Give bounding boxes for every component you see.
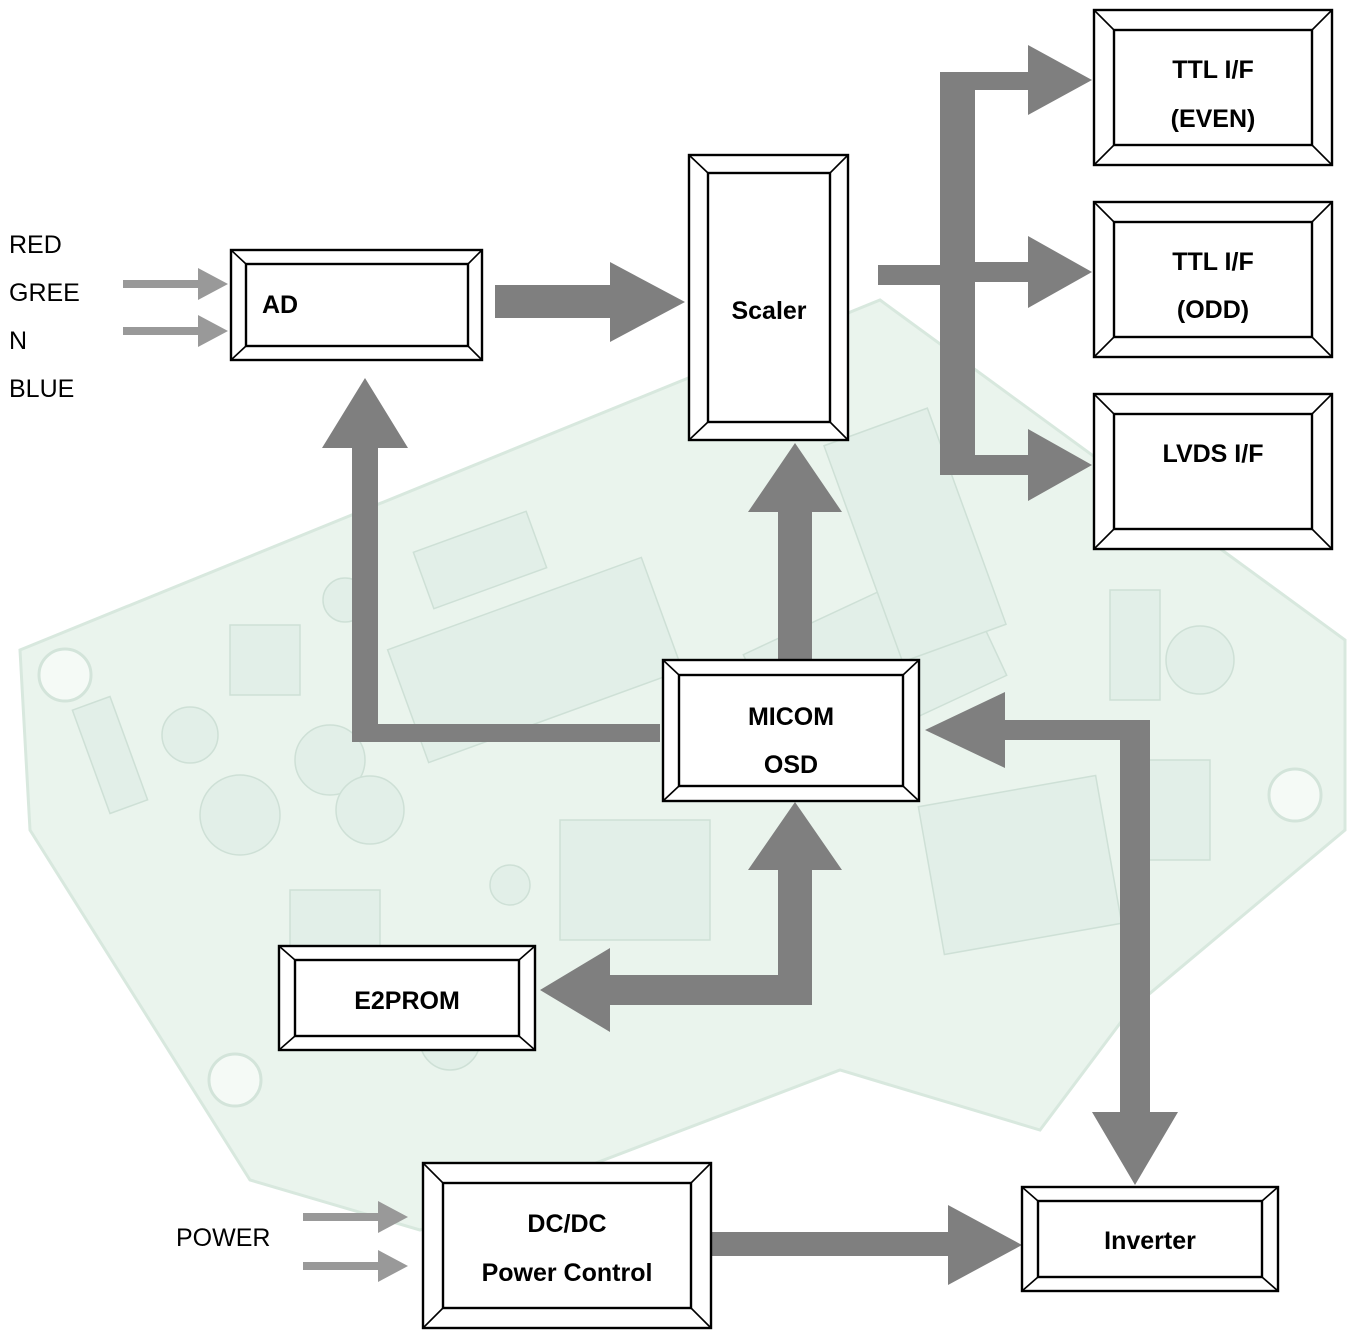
arrow-power-input-1: [303, 1201, 408, 1233]
block-ttl-odd: [1092, 200, 1334, 359]
arrow-dcdc-to-inverter: [712, 1205, 1022, 1285]
dcdc-label-line1: DC/DC: [527, 1210, 606, 1238]
arrow-micom-e2prom: [540, 802, 842, 1032]
input-label-gree: GREE: [9, 279, 80, 307]
block-inverter: [1020, 1185, 1280, 1293]
arrow-red-input: [123, 268, 228, 300]
block-e2prom: [277, 944, 537, 1052]
dcdc-label-line2: Power Control: [482, 1259, 653, 1287]
ttl-odd-label-line1: TTL I/F: [1172, 248, 1253, 276]
micom-label-line1: MICOM: [748, 703, 834, 731]
arrow-blue-input: [123, 315, 228, 347]
micom-label-line2: OSD: [764, 751, 818, 779]
input-label-red: RED: [9, 231, 62, 259]
arrow-ad-to-scaler: [495, 262, 685, 342]
input-label-blue: BLUE: [9, 375, 74, 403]
input-label-n: N: [9, 327, 27, 355]
block-dcdc: [421, 1161, 713, 1330]
arrow-micom-inverter: [925, 692, 1178, 1185]
lvds-label: LVDS I/F: [1163, 440, 1264, 468]
block-micom: [661, 658, 921, 803]
block-scaler: [687, 153, 850, 442]
arrow-micom-to-ad: [322, 378, 660, 742]
ttl-even-label-line2: (EVEN): [1171, 105, 1256, 133]
rgb-input-labels: RED GREE N BLUE: [9, 231, 80, 403]
block-ttl-even: [1092, 8, 1334, 167]
ad-label: AD: [262, 291, 298, 319]
signal-arrows: [322, 45, 1178, 1285]
arrow-scaler-to-outputs: [878, 45, 1092, 501]
inverter-label: Inverter: [1104, 1227, 1196, 1255]
scaler-label: Scaler: [731, 297, 806, 325]
input-label-power: POWER: [176, 1224, 270, 1252]
arrow-power-input-2: [303, 1250, 408, 1282]
block-ad: [229, 248, 484, 362]
ttl-odd-label-line2: (ODD): [1177, 296, 1249, 324]
ttl-even-label-line1: TTL I/F: [1172, 56, 1253, 84]
input-arrows: [123, 268, 408, 1282]
block-lvds: [1092, 392, 1334, 551]
e2prom-label: E2PROM: [354, 987, 460, 1015]
arrow-micom-to-scaler: [748, 443, 842, 660]
